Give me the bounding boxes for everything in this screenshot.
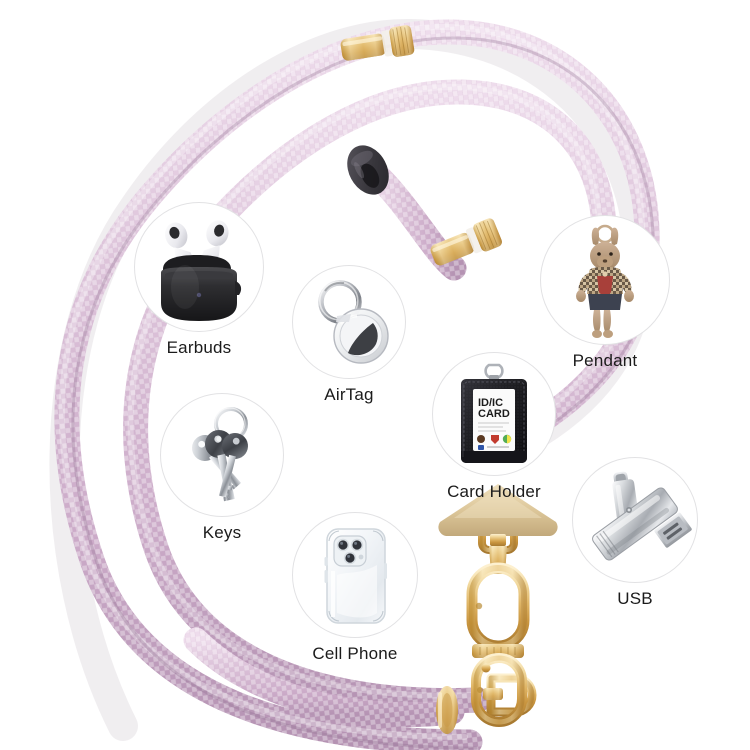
usb-label: USB (617, 589, 653, 608)
rope-adjuster-bead (347, 145, 389, 195)
rope-strand-outer (54, 19, 660, 750)
gold-rope-collar (436, 686, 458, 734)
gold-ferrule-connector-top (340, 25, 415, 61)
airtag-bubble (292, 265, 406, 379)
card-holder-label: Card Holder (447, 482, 541, 501)
feature-cell-phone[interactable]: Cell Phone (292, 512, 418, 664)
pendant-label: Pendant (572, 351, 638, 370)
phone-tether-patch (438, 484, 558, 546)
keyring-keys-icon (192, 407, 248, 505)
id-card-title-line1: ID/IC (478, 397, 503, 409)
id-card-title-line2: CARD (478, 408, 510, 420)
earbuds-label: Earbuds (166, 338, 232, 357)
airtag-label: AirTag (324, 385, 374, 404)
feature-keys[interactable]: Keys (160, 393, 284, 543)
feature-pendant[interactable]: Pendant (540, 215, 670, 371)
usb-flash-drive-icon (592, 471, 692, 561)
rope-lower-tail (183, 627, 465, 728)
usb-bubble (572, 457, 698, 583)
airtag-keyring-icon (318, 280, 389, 364)
earbuds-bubble (134, 202, 264, 332)
earbuds-case-icon (161, 220, 242, 321)
cell-phone-label: Cell Phone (312, 644, 398, 663)
feature-airtag[interactable]: AirTag (292, 265, 406, 405)
plush-doll-pendant-icon (576, 224, 634, 338)
feature-usb[interactable]: USB (572, 457, 698, 609)
gold-ferrule-connector-mid (430, 218, 502, 266)
clear-phone-case-icon (324, 528, 387, 624)
id-card-holder-icon: ID/IC CARD (461, 363, 527, 463)
pendant-bubble (540, 215, 670, 345)
keys-bubble (160, 393, 284, 517)
gold-lobster-clasp (466, 512, 530, 727)
feature-earbuds[interactable]: Earbuds (134, 202, 264, 358)
feature-card-holder[interactable]: ID/IC CARD Card Holder (432, 352, 556, 502)
card-holder-bubble: ID/IC CARD (432, 352, 556, 476)
keys-label: Keys (202, 523, 242, 542)
cell-phone-bubble (292, 512, 418, 638)
